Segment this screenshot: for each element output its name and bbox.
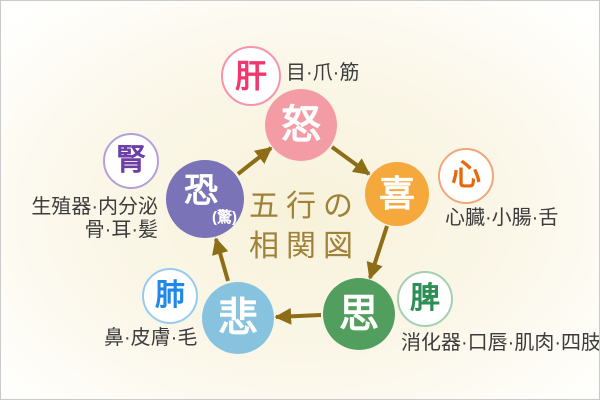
kidney-functions-label: 生殖器·内分泌 骨·耳·髪 <box>31 196 158 242</box>
arrow-thought-to-sadness <box>274 307 322 325</box>
liver-functions-label: 目·爪·筋 <box>286 62 360 84</box>
emotion-circle-thought: 思 <box>323 278 395 350</box>
emotion-joy-label: 喜 <box>378 173 415 214</box>
organ-circle-heart: 心 <box>438 148 494 204</box>
emotion-anger-label: 怒 <box>281 103 321 147</box>
organ-circle-lung: 肺 <box>142 268 198 324</box>
kidney-functions-line1: 生殖器·内分泌 <box>31 196 158 218</box>
arrow-joy-to-thought <box>366 225 389 280</box>
organ-kidney-label: 腎 <box>116 144 146 177</box>
organ-heart-label: 心 <box>451 159 481 192</box>
diagram-title-line2: 相関図 <box>249 230 360 263</box>
organ-lung-label: 肺 <box>155 279 185 312</box>
emotion-circle-sadness: 悲 <box>202 282 274 354</box>
emotion-circle-anger: 怒 <box>265 89 337 161</box>
emotion-thought-label: 思 <box>339 292 379 336</box>
organ-spleen-label: 脾 <box>410 282 440 315</box>
emotion-fear-label: 恐 <box>184 171 218 210</box>
emotion-circle-joy: 喜 <box>365 162 429 226</box>
organ-circle-spleen: 脾 <box>397 271 453 327</box>
organ-circle-liver: 肝 <box>221 46 281 106</box>
heart-functions-label: 心臓·小腸·舌 <box>445 207 559 229</box>
arrow-fear-to-anger <box>236 146 273 176</box>
organ-circle-kidney: 腎 <box>103 133 159 189</box>
spleen-functions-label: 消化器·口唇·肌肉·四肢 <box>401 332 600 354</box>
lung-functions-label: 鼻·皮膚·毛 <box>104 327 198 349</box>
arrow-anger-to-joy <box>330 145 371 176</box>
kidney-functions-line2: 骨·耳·髪 <box>84 219 158 241</box>
emotion-sadness-label: 悲 <box>218 296 258 340</box>
diagram-title-line1: 五行の <box>249 190 360 223</box>
organ-liver-label: 肝 <box>234 58 267 94</box>
arrow-sadness-to-fear <box>212 237 230 282</box>
diagram-title: 五行の 相関図 <box>196 187 406 267</box>
emotion-circle-fear: 恐 (驚) <box>166 160 244 238</box>
emotion-fear-sub-label: (驚) <box>212 208 237 226</box>
